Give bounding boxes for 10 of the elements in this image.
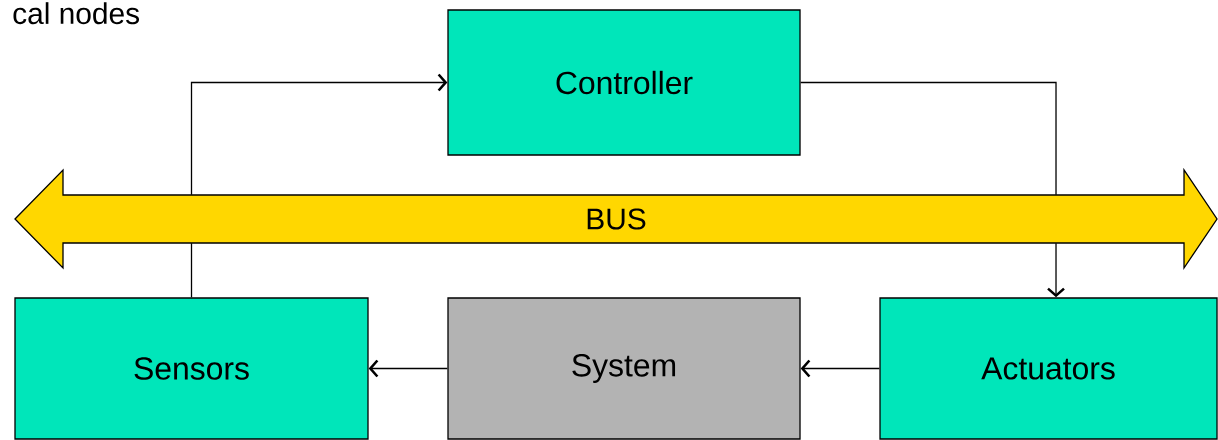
process-box: System [447, 297, 801, 440]
process-box: Controller [447, 9, 801, 156]
arrow [800, 359, 880, 378]
arrow [1047, 242, 1065, 298]
arrow [190, 73, 448, 196]
bus-band: BUS [14, 167, 1218, 271]
arrow [368, 359, 448, 378]
heading-text: cal nodes [13, 2, 139, 25]
process-box: Sensors [14, 297, 369, 440]
process-box: Actuators [879, 297, 1218, 440]
